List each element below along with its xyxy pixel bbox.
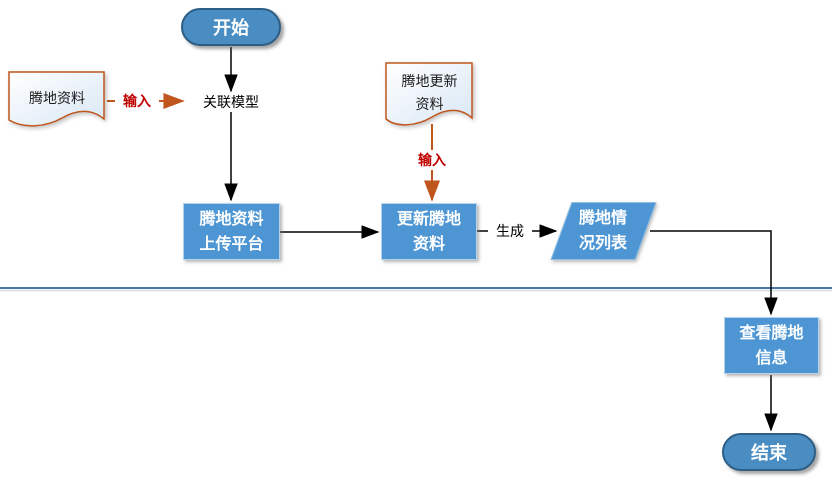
end-node: 结束	[722, 433, 816, 471]
parallelogram-label: 腾地情 况列表	[579, 210, 628, 252]
connector-list-to-view	[650, 230, 778, 316]
document-label-update-data: 腾地更新 资料	[401, 73, 458, 112]
edge-label-input-left: 输入	[115, 91, 159, 111]
document-label-land-data: 腾地资料	[29, 90, 85, 106]
assoc-model-label: 关联模型	[203, 94, 259, 110]
process-box-view-info: 查看腾地 信息	[724, 317, 819, 374]
start-node: 开始	[181, 8, 281, 46]
divider-line	[0, 287, 832, 292]
document-shape-land-data	[8, 71, 105, 127]
process-box-update-data: 更新腾地 资料	[381, 203, 477, 260]
edge-label-generate: 生成	[488, 221, 532, 241]
process-box-upload-platform: 腾地资料 上传平台	[183, 203, 280, 260]
document-shape-update-data	[385, 62, 473, 126]
edge-label-input-update: 输入	[410, 150, 454, 170]
